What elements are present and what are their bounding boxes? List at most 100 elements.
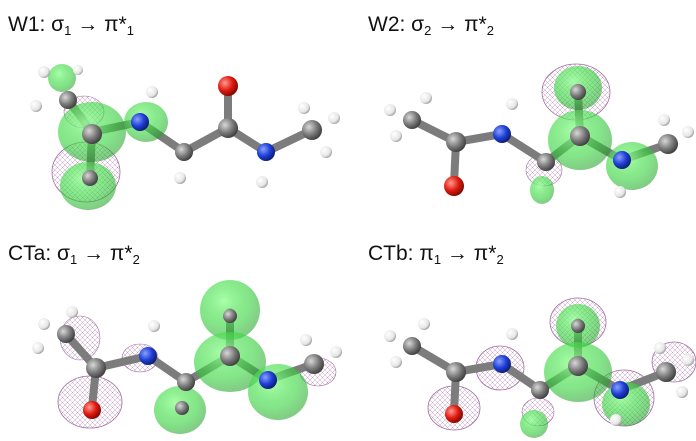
atom-hydrogen bbox=[148, 320, 160, 332]
atom-hydrogen bbox=[384, 104, 396, 116]
atom-oxygen bbox=[83, 401, 101, 419]
label-ctb-sub1: 1 bbox=[433, 252, 442, 267]
label-w1-sub2: 1 bbox=[126, 23, 134, 38]
orbital-lobe bbox=[60, 162, 116, 210]
panel-w2-molecule bbox=[384, 63, 694, 204]
atom-hydrogen bbox=[256, 176, 268, 188]
atom-hydrogen bbox=[506, 98, 518, 110]
atom-hydrogen bbox=[146, 86, 158, 98]
label-cta-prefix: CTa: σ bbox=[8, 242, 70, 265]
label-cta-sub1: 1 bbox=[69, 252, 78, 267]
atom-hydrogen bbox=[73, 65, 83, 75]
atom-carbon bbox=[403, 111, 421, 129]
label-w2: W2: σ2 → π*2 bbox=[368, 14, 494, 37]
atom-hydrogen bbox=[390, 130, 402, 142]
atom-hydrogen bbox=[298, 102, 310, 114]
atom-carbon bbox=[175, 401, 189, 415]
atom-carbon bbox=[86, 358, 106, 378]
atom-nitrogen bbox=[611, 381, 629, 399]
atom-hydrogen bbox=[66, 306, 78, 318]
atom-hydrogen bbox=[610, 414, 622, 426]
orbital-lobe bbox=[48, 64, 76, 92]
atom-hydrogen bbox=[384, 330, 396, 342]
atom-carbon bbox=[531, 381, 549, 399]
atom-hydrogen bbox=[38, 66, 50, 78]
atom-carbon bbox=[59, 91, 77, 109]
label-ctb-prefix: CTb: π bbox=[368, 242, 434, 265]
atom-nitrogen bbox=[259, 371, 277, 389]
right-arrow-icon: → bbox=[77, 13, 99, 36]
label-w1: W1: σ1 → π*1 bbox=[8, 14, 134, 37]
orbital-lobe bbox=[520, 410, 548, 438]
atom-hydrogen bbox=[320, 146, 332, 158]
atom-hydrogen bbox=[300, 334, 312, 346]
atom-hydrogen bbox=[682, 354, 694, 366]
label-w2-sub1: 2 bbox=[424, 23, 432, 38]
label-ctb: CTb: π1 → π*2 bbox=[368, 243, 504, 266]
atom-oxygen bbox=[444, 176, 464, 196]
label-w2-sub2: 2 bbox=[486, 23, 494, 38]
atom-carbon bbox=[570, 84, 586, 100]
atom-hydrogen bbox=[676, 386, 688, 398]
panel-ctb-molecule bbox=[384, 297, 696, 438]
atom-carbon bbox=[658, 134, 678, 154]
label-ctb-sub2: 2 bbox=[496, 252, 504, 267]
right-arrow-icon: → bbox=[437, 13, 459, 36]
orbital-lobe bbox=[606, 142, 658, 190]
label-w1-pi: π* bbox=[104, 13, 127, 36]
atom-carbon bbox=[570, 126, 590, 146]
label-cta-pi: π* bbox=[109, 242, 133, 265]
panel-w1-molecule bbox=[30, 64, 340, 210]
label-cta: CTa: σ1 → π*2 bbox=[8, 243, 140, 266]
atom-carbon bbox=[304, 354, 324, 374]
atom-carbon bbox=[302, 120, 322, 140]
atom-carbon bbox=[82, 170, 98, 186]
orbital-lobe bbox=[248, 364, 308, 420]
atom-hydrogen bbox=[654, 342, 666, 354]
atom-nitrogen bbox=[139, 347, 157, 365]
label-w1-prefix: W1: σ bbox=[8, 13, 65, 36]
atom-nitrogen bbox=[613, 151, 631, 169]
atom-carbon bbox=[177, 373, 195, 391]
atom-carbon bbox=[175, 143, 193, 161]
atom-hydrogen bbox=[506, 328, 518, 340]
atom-oxygen bbox=[445, 405, 463, 423]
atom-carbon bbox=[656, 362, 676, 382]
label-w1-sub1: 1 bbox=[64, 23, 72, 38]
atom-nitrogen bbox=[131, 113, 149, 131]
atom-hydrogen bbox=[390, 356, 402, 368]
atom-hydrogen bbox=[418, 318, 430, 330]
atom-hydrogen bbox=[32, 342, 44, 354]
atom-carbon bbox=[571, 319, 585, 333]
atom-hydrogen bbox=[420, 92, 432, 104]
atom-carbon bbox=[568, 356, 588, 376]
atom-carbon bbox=[446, 132, 466, 152]
atom-carbon bbox=[218, 118, 238, 138]
atom-carbon bbox=[223, 309, 237, 323]
atom-nitrogen bbox=[493, 125, 511, 143]
orbital-lobe bbox=[530, 176, 554, 204]
atom-carbon bbox=[403, 337, 421, 355]
atom-hydrogen bbox=[38, 318, 50, 330]
label-ctb-pi: π* bbox=[473, 242, 497, 265]
atom-hydrogen bbox=[328, 112, 340, 124]
atom-carbon bbox=[537, 153, 555, 171]
atom-nitrogen bbox=[493, 355, 511, 373]
atom-carbon bbox=[57, 325, 75, 343]
right-arrow-icon: → bbox=[446, 242, 468, 265]
atom-hydrogen bbox=[682, 126, 694, 138]
label-cta-sub2: 2 bbox=[132, 252, 140, 267]
atom-carbon bbox=[446, 362, 466, 382]
panel-cta-molecule bbox=[32, 280, 342, 434]
atom-carbon bbox=[220, 346, 240, 366]
atom-hydrogen bbox=[330, 346, 342, 358]
atom-hydrogen bbox=[174, 172, 186, 184]
atom-oxygen bbox=[218, 76, 238, 96]
atom-carbon bbox=[82, 124, 102, 144]
atom-hydrogen bbox=[614, 186, 626, 198]
label-w2-prefix: W2: σ bbox=[368, 13, 425, 36]
right-arrow-icon: → bbox=[83, 242, 105, 265]
atom-nitrogen bbox=[257, 143, 275, 161]
atom-hydrogen bbox=[30, 100, 42, 112]
